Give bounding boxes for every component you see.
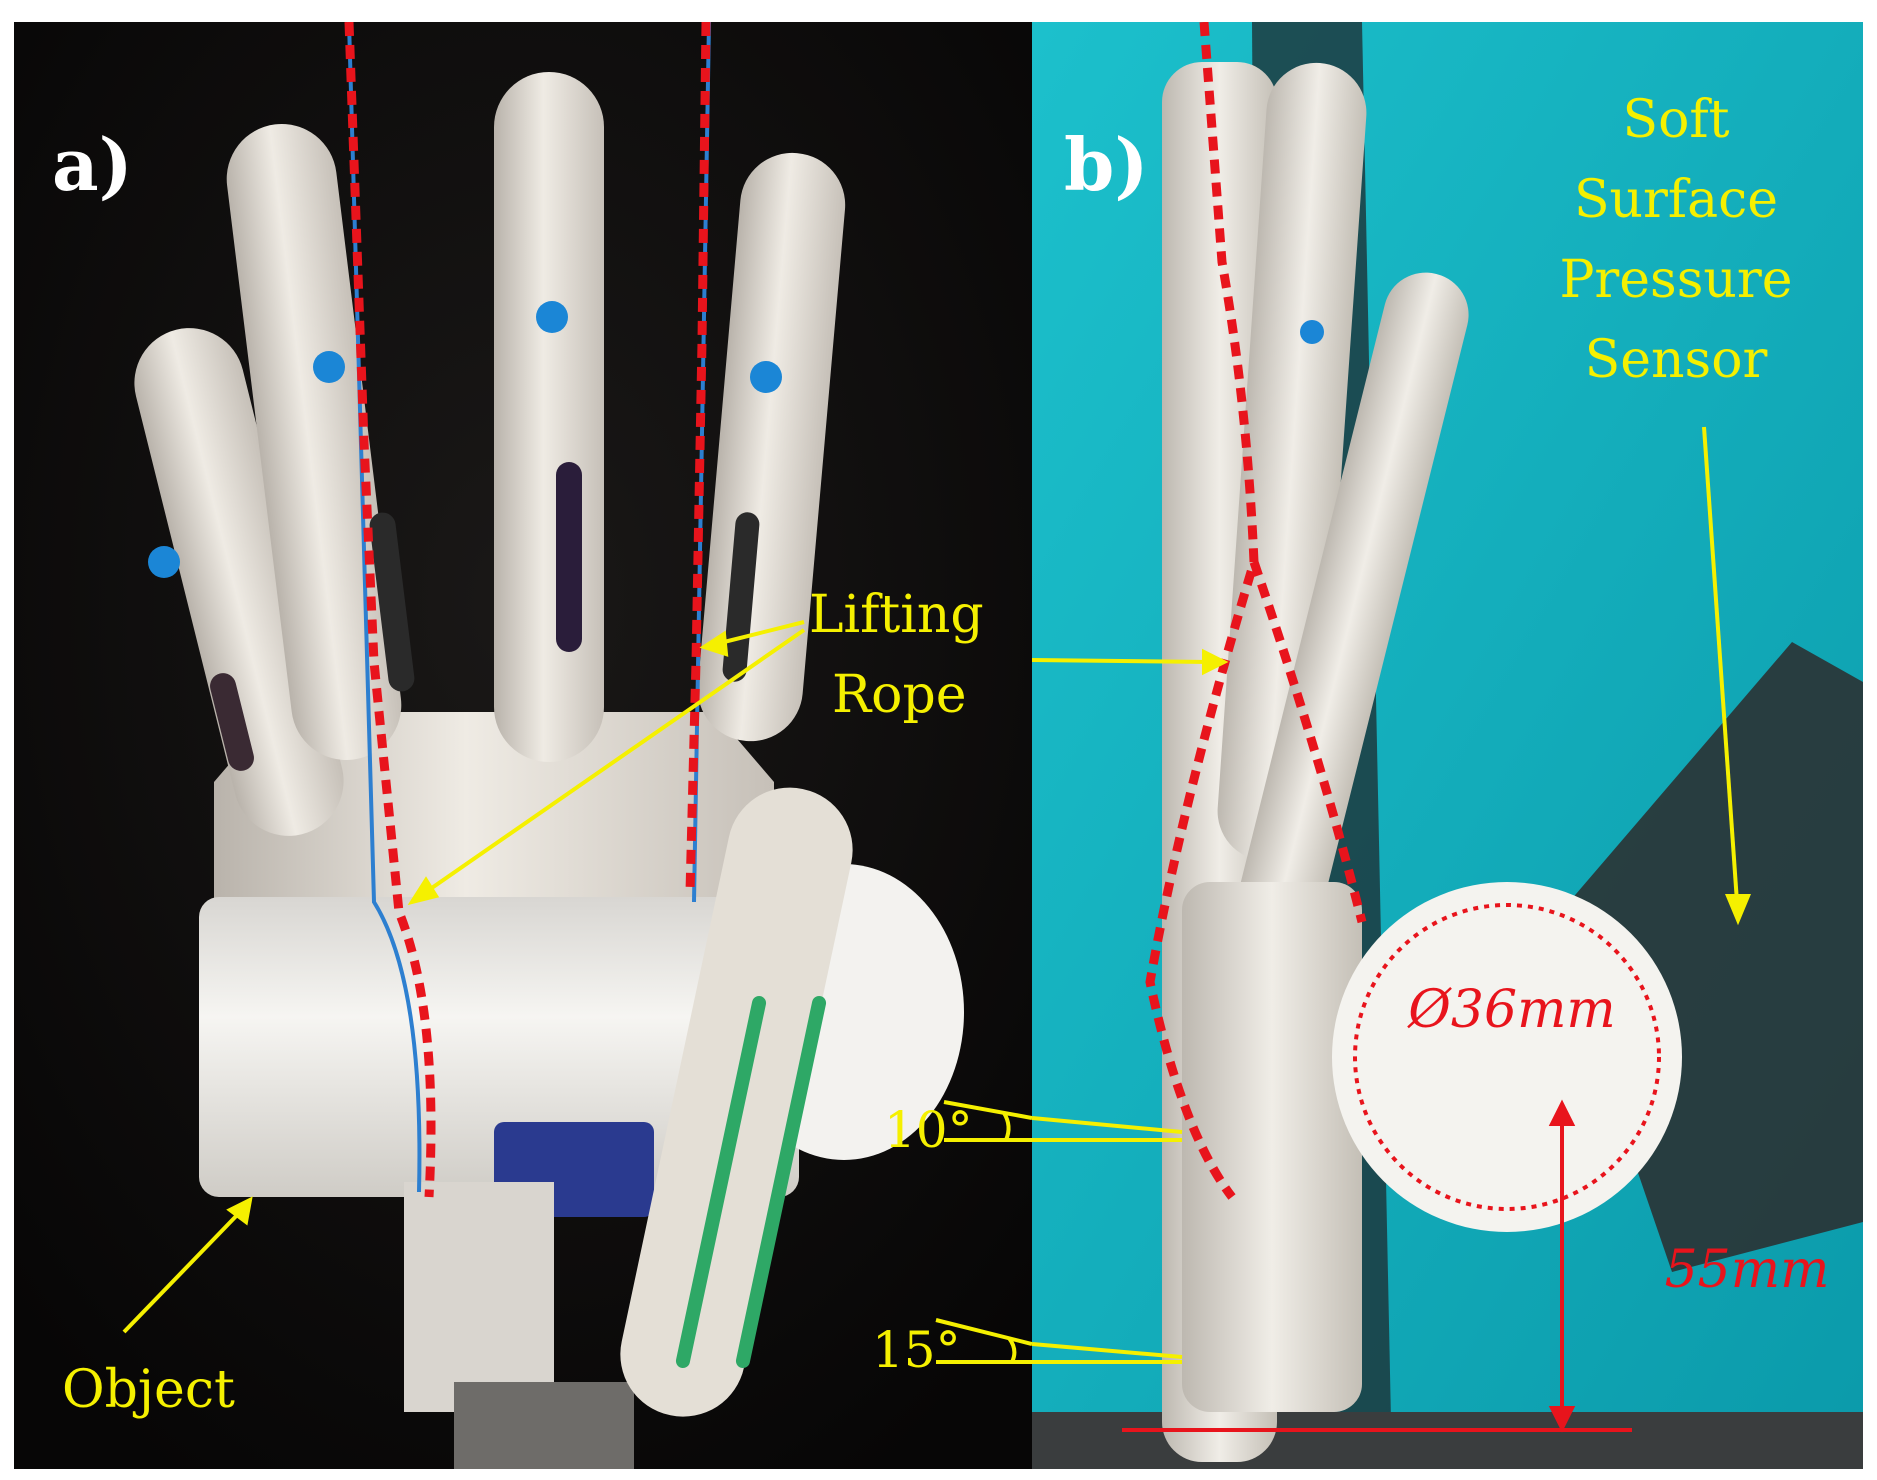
finger-slot (369, 512, 415, 692)
hand-side-view (1162, 62, 1469, 1462)
object-arrow (122, 1196, 253, 1334)
ring-finger (494, 72, 604, 762)
rope-marker-left (344, 22, 436, 1198)
panel-b: b) Soft Surface Pressure Sensor Ø36mm 55… (1032, 22, 1863, 1469)
angle-10-label: 10° (884, 1101, 973, 1159)
panel-a: a) Lifting Rope Object 10° 15° (14, 22, 1032, 1469)
angle-10-marker (943, 1100, 1032, 1142)
object-end-face (1332, 882, 1682, 1232)
angle-lines-b (1032, 1116, 1183, 1364)
lifting-string (347, 22, 422, 1193)
lifting-rope-label-line1: Lifting (809, 585, 984, 645)
angle-15-marker (935, 1318, 1032, 1364)
panel-b-letter: b) (1064, 122, 1148, 207)
panel-b-photo: b) Soft Surface Pressure Sensor Ø36mm 55… (1032, 22, 1863, 1469)
diameter-circle (1353, 903, 1661, 1211)
thumb (620, 787, 853, 1417)
object-label: Object (62, 1360, 235, 1420)
sensor-label-line2: Surface (1574, 170, 1778, 230)
joint-screw (313, 351, 345, 383)
finger-slot (210, 673, 254, 771)
joint-screw (750, 361, 782, 393)
sensor-label-line1: Soft (1622, 90, 1729, 150)
sensor-arrow (1702, 426, 1751, 926)
lifting-rope-label-line2: Rope (832, 665, 967, 725)
sensor-label-line4: Sensor (1585, 330, 1768, 390)
height-label: 55mm (1665, 1240, 1830, 1300)
lifting-rope-arrow-b (1032, 648, 1229, 676)
joint-screw (148, 546, 180, 578)
rope-contour-right (1249, 560, 1367, 924)
finger-slot (556, 462, 582, 652)
panel-a-photo: a) Lifting Rope Object 10° 15° (14, 22, 1032, 1469)
palm (214, 712, 774, 922)
angle-15-label: 15° (872, 1321, 961, 1379)
index-finger (134, 328, 344, 836)
lifting-rope-arrows (407, 620, 806, 906)
rope-contour-left (1145, 22, 1259, 1200)
sensor-label-line3: Pressure (1559, 250, 1792, 310)
diameter-label: Ø36mm (1406, 980, 1615, 1040)
hand-mount (404, 1182, 554, 1412)
joint-screw (536, 301, 568, 333)
middle-finger (226, 123, 402, 761)
height-dimension (1122, 1099, 1632, 1433)
panel-a-letter: a) (52, 122, 133, 207)
hand-base (454, 1382, 634, 1469)
platform-base (1032, 1412, 1863, 1469)
